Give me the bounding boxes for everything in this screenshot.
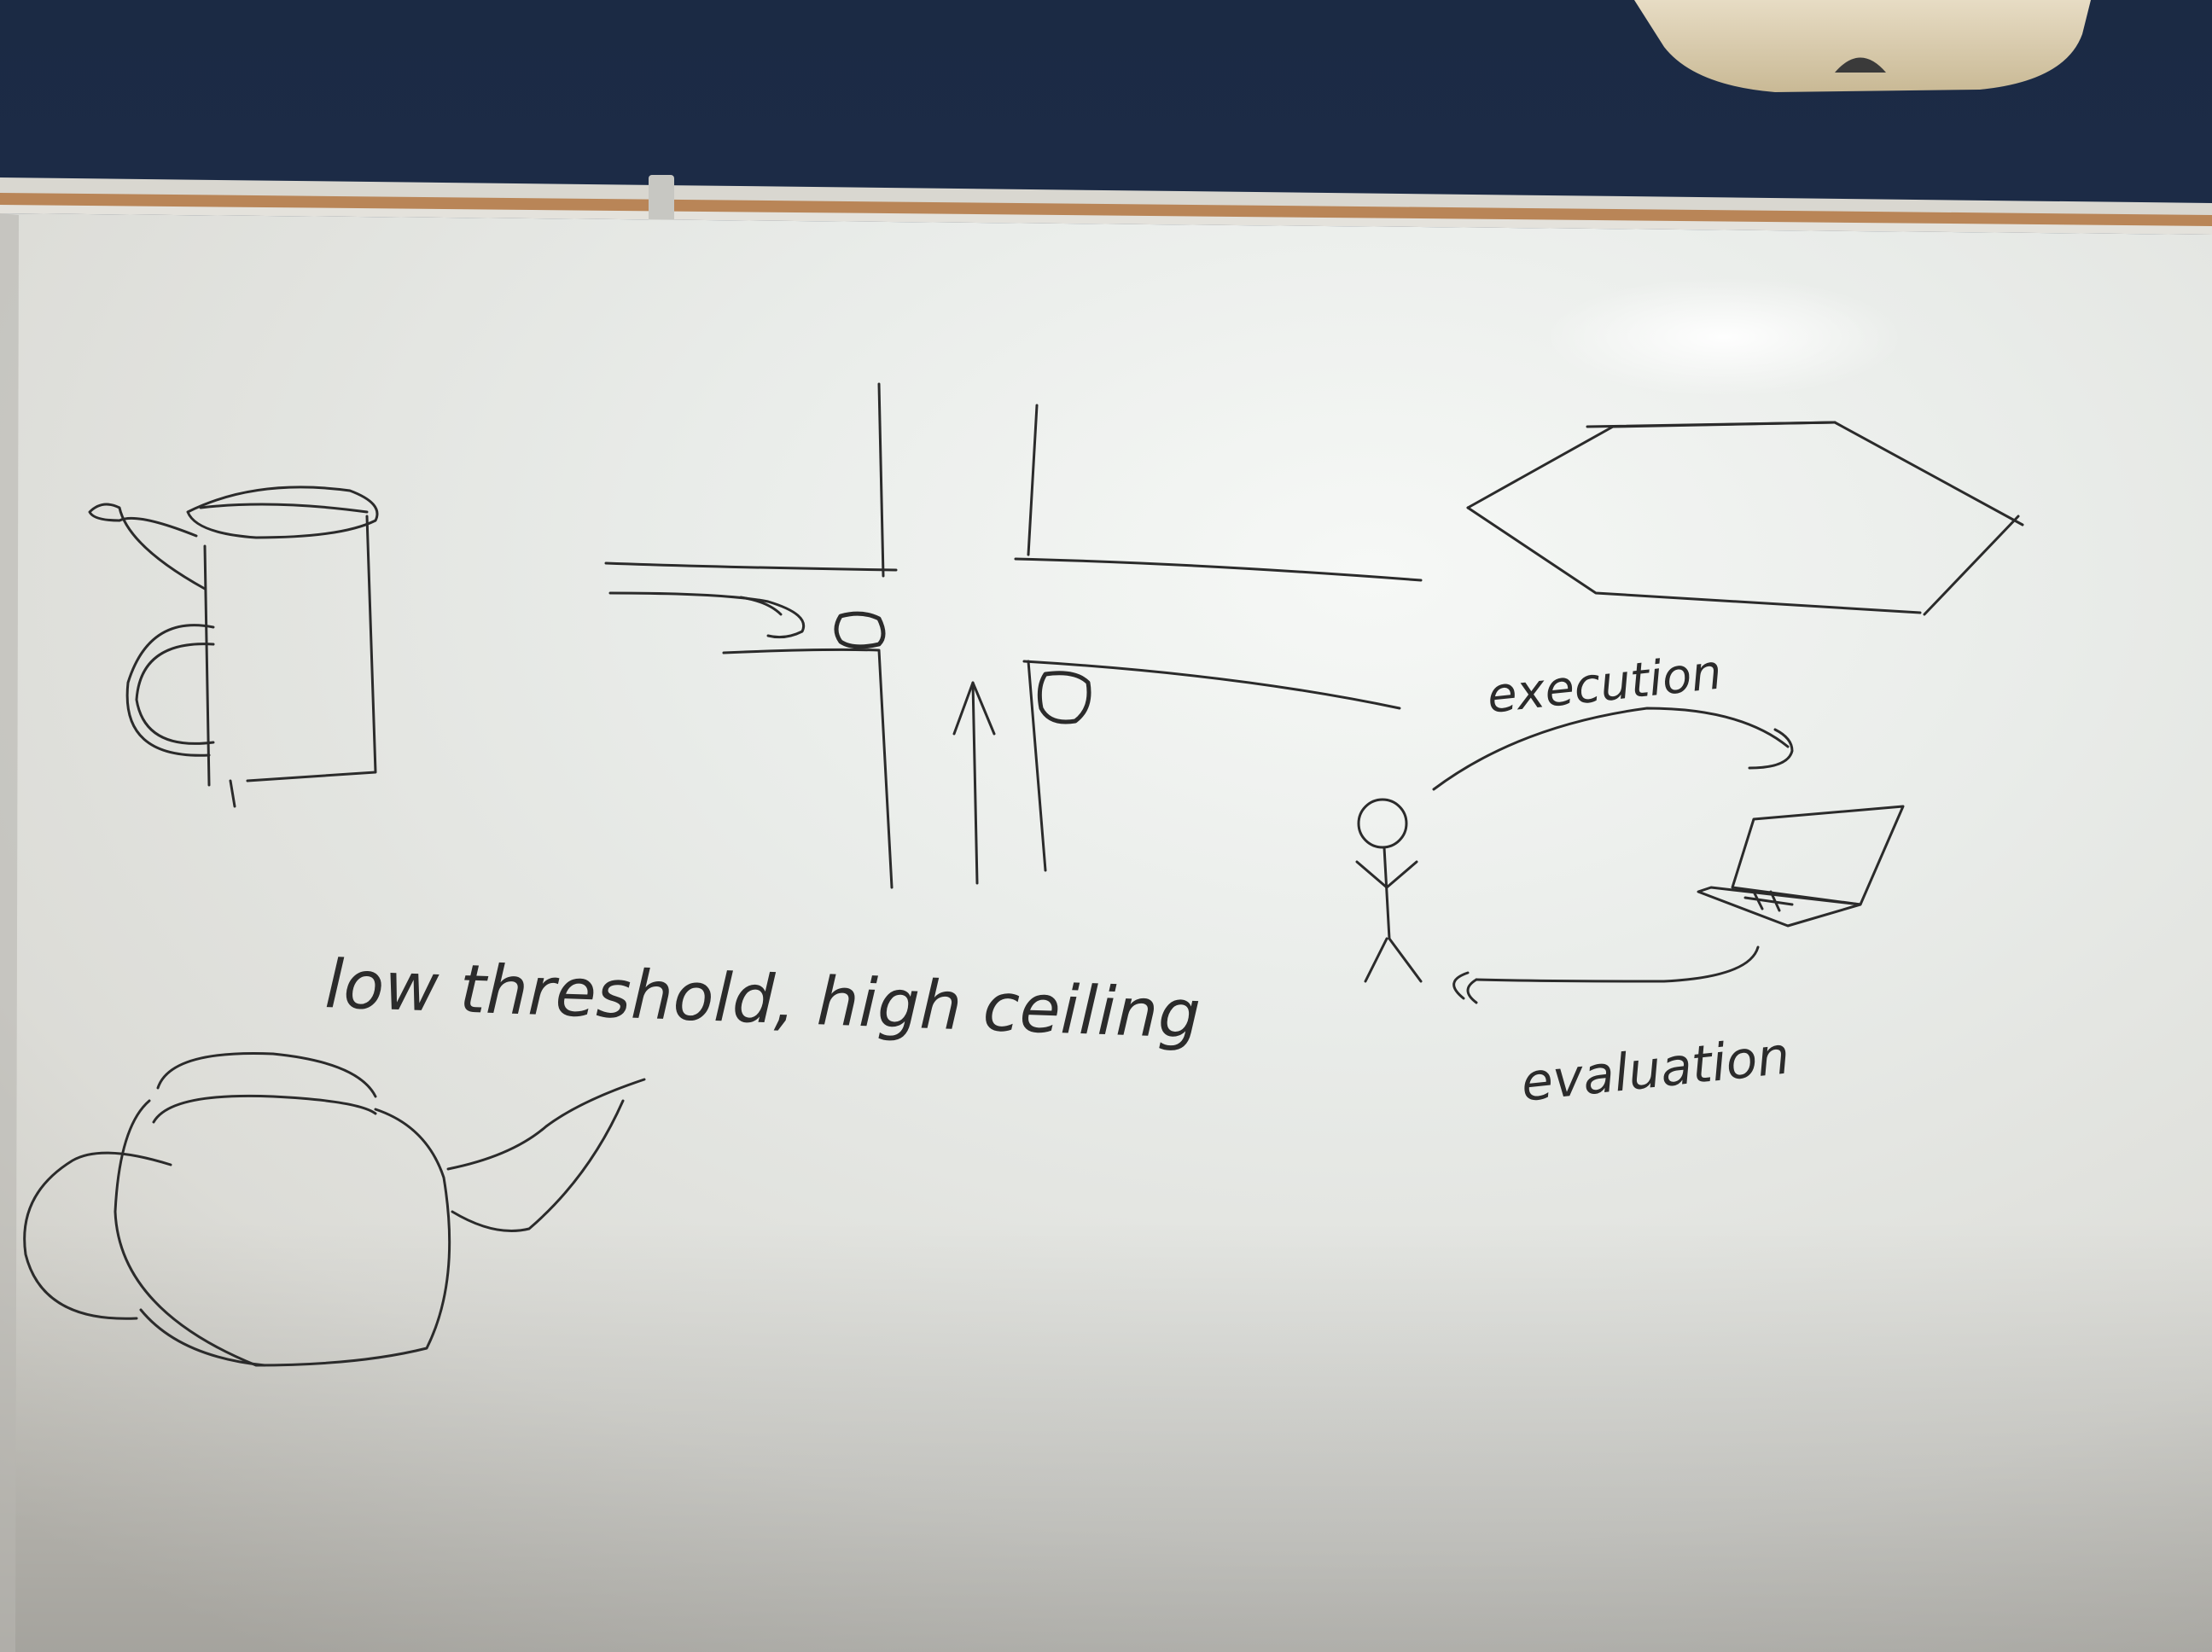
stick-figure-icon <box>1355 798 1423 983</box>
hexagon-sketch <box>1466 421 2024 616</box>
teapot-sketch <box>23 1052 646 1367</box>
execution-evaluation-diagram <box>1355 707 1905 1004</box>
road-intersection-sketch <box>604 382 1423 889</box>
car-icon <box>1037 671 1091 724</box>
execution-arrow <box>1432 707 1790 791</box>
laptop-icon <box>1697 805 1905 928</box>
car-icon <box>834 611 886 649</box>
ceiling-speaker <box>1634 0 2091 92</box>
board-top-rail <box>0 175 2212 243</box>
evaluation-arrow <box>1475 945 1760 983</box>
mug-sketch <box>88 486 379 808</box>
